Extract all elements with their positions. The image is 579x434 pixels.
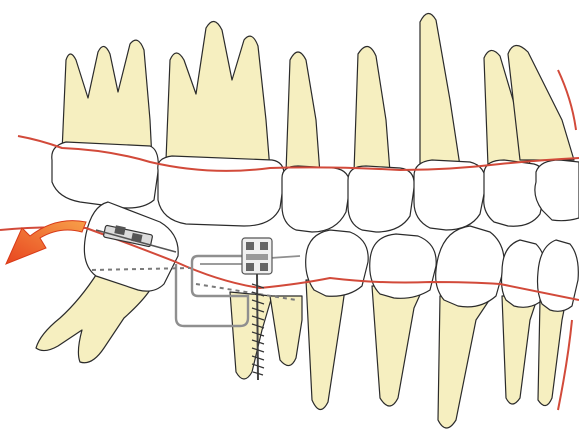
lower-premolar-2 bbox=[370, 234, 436, 406]
upper-premolar-1 bbox=[282, 52, 350, 232]
upper-molar-2 bbox=[158, 21, 284, 226]
upper-molar-1 bbox=[52, 40, 159, 208]
upper-canine bbox=[414, 13, 486, 230]
upper-arch bbox=[52, 13, 579, 232]
lower-premolar-1 bbox=[306, 230, 369, 410]
bracket-icon bbox=[242, 238, 272, 274]
lower-canine bbox=[436, 226, 505, 428]
lower-molar-center bbox=[230, 292, 302, 379]
curved-arrow-left-icon bbox=[6, 221, 86, 264]
upper-premolar-2 bbox=[348, 46, 414, 232]
